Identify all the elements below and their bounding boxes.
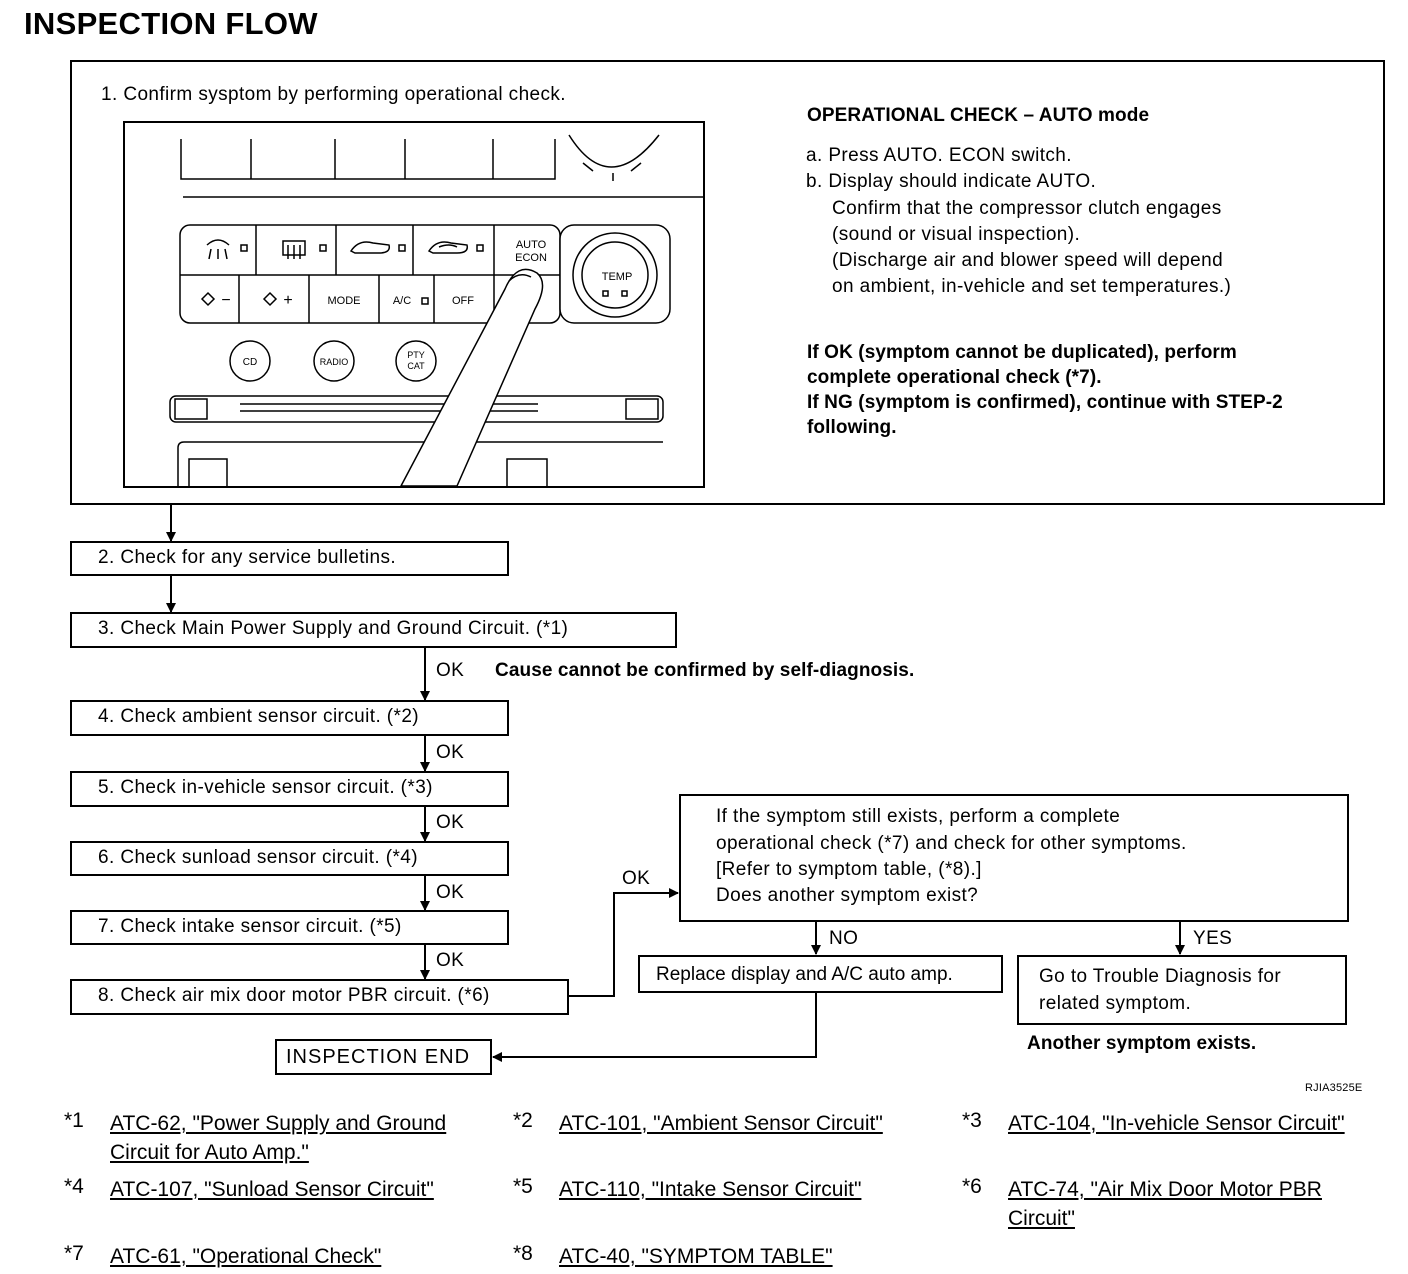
reference-2-link[interactable]: ATC-101, "Ambient Sensor Circuit" bbox=[559, 1112, 883, 1135]
result-line-3: If NG (symptom is confirmed), continue w… bbox=[807, 392, 1283, 413]
cause-note: Cause cannot be confirmed by self-diagno… bbox=[495, 660, 915, 681]
page-title: INSPECTION FLOW bbox=[24, 6, 318, 41]
pty-button-label: PTY bbox=[407, 350, 425, 360]
ac-button-label: A/C bbox=[393, 295, 411, 307]
reference-1-num: *1 bbox=[64, 1109, 84, 1132]
control-panel-illustration: AUTO ECON TEMP MODE A/C OFF − + CD RADIO… bbox=[123, 121, 705, 488]
step3-box: 3. Check Main Power Supply and Ground Ci… bbox=[70, 612, 677, 648]
reference-6-num: *6 bbox=[962, 1175, 982, 1198]
trouble-line-1: Go to Trouble Diagnosis for bbox=[1039, 966, 1282, 987]
step1-label: 1. Confirm sysptom by performing operati… bbox=[101, 84, 566, 105]
inspection-end-box: INSPECTION END bbox=[275, 1039, 492, 1075]
reference-7-link[interactable]: ATC-61, "Operational Check" bbox=[110, 1245, 382, 1268]
step4-box: 4. Check ambient sensor circuit. (*2) bbox=[70, 700, 509, 736]
reference-1-link-line-2[interactable]: Circuit for Auto Amp." bbox=[110, 1141, 309, 1164]
fresh-air-icon bbox=[349, 241, 391, 254]
question-line-1: If the symptom still exists, perform a c… bbox=[716, 806, 1121, 827]
step1-box bbox=[70, 60, 1385, 505]
temp-label: TEMP bbox=[602, 271, 633, 283]
fan-down-icon bbox=[200, 291, 216, 307]
reference-2-num: *2 bbox=[513, 1109, 533, 1132]
cat-button-label: CAT bbox=[407, 361, 425, 371]
question-line-2: operational check (*7) and check for oth… bbox=[716, 833, 1187, 854]
trouble-line-2: related symptom. bbox=[1039, 993, 1192, 1014]
ok-label-4: OK bbox=[436, 742, 465, 763]
reference-6-link-line-1[interactable]: ATC-74, "Air Mix Door Motor PBR bbox=[1008, 1178, 1322, 1201]
op-line-e: (Discharge air and blower speed will dep… bbox=[832, 250, 1224, 271]
op-line-f: on ambient, in-vehicle and set temperatu… bbox=[832, 276, 1232, 297]
fan-up-icon bbox=[262, 291, 278, 307]
reference-6-link-line-2[interactable]: Circuit" bbox=[1008, 1207, 1075, 1230]
result-line-1: If OK (symptom cannot be duplicated), pe… bbox=[807, 342, 1237, 363]
radio-button-label: RADIO bbox=[320, 357, 349, 367]
reference-4-num: *4 bbox=[64, 1175, 84, 1198]
op-check-title: OPERATIONAL CHECK – AUTO mode bbox=[807, 105, 1150, 126]
op-line-d: (sound or visual inspection). bbox=[832, 224, 1081, 245]
question-line-3: [Refer to symptom table, (*8).] bbox=[716, 859, 982, 880]
step2-box: 2. Check for any service bulletins. bbox=[70, 541, 509, 576]
reference-7-num: *7 bbox=[64, 1242, 84, 1265]
reference-3-link[interactable]: ATC-104, "In-vehicle Sensor Circuit" bbox=[1008, 1112, 1345, 1135]
off-button-label: OFF bbox=[452, 295, 474, 307]
step5-box: 5. Check in-vehicle sensor circuit. (*3) bbox=[70, 771, 509, 807]
yes-label: YES bbox=[1193, 928, 1233, 949]
mode-button-label: MODE bbox=[328, 295, 361, 307]
arrow-replace-to-end bbox=[492, 993, 817, 1062]
ok-label-8: OK bbox=[622, 868, 651, 889]
reference-5-num: *5 bbox=[513, 1175, 533, 1198]
op-line-b: b. Display should indicate AUTO. bbox=[806, 171, 1097, 192]
front-defrost-icon bbox=[206, 239, 230, 260]
reference-3-num: *3 bbox=[962, 1109, 982, 1132]
ok-label-7: OK bbox=[436, 950, 465, 971]
auto-button-label: AUTO bbox=[516, 239, 547, 251]
trouble-box bbox=[1017, 955, 1347, 1025]
figure-code: RJIA3525E bbox=[1305, 1082, 1363, 1094]
another-symptom-note: Another symptom exists. bbox=[1027, 1033, 1257, 1054]
op-line-a: a. Press AUTO. ECON switch. bbox=[806, 145, 1072, 166]
step7-box: 7. Check intake sensor circuit. (*5) bbox=[70, 910, 509, 945]
ok-label-3: OK bbox=[436, 660, 465, 681]
cd-button-label: CD bbox=[243, 357, 257, 368]
step8-box: 8. Check air mix door motor PBR circuit.… bbox=[70, 979, 569, 1015]
step6-box: 6. Check sunload sensor circuit. (*4) bbox=[70, 841, 509, 876]
result-line-4: following. bbox=[807, 417, 897, 438]
recirc-icon bbox=[427, 241, 469, 254]
fan-down-label: − bbox=[221, 292, 230, 309]
reference-1-link-line-1[interactable]: ATC-62, "Power Supply and Ground bbox=[110, 1112, 447, 1135]
reference-5-link[interactable]: ATC-110, "Intake Sensor Circuit" bbox=[559, 1178, 862, 1201]
result-line-2: complete operational check (*7). bbox=[807, 367, 1102, 388]
reference-4-link[interactable]: ATC-107, "Sunload Sensor Circuit" bbox=[110, 1178, 434, 1201]
replace-box: Replace display and A/C auto amp. bbox=[638, 955, 1003, 993]
reference-8-link[interactable]: ATC-40, "SYMPTOM TABLE" bbox=[559, 1245, 833, 1268]
question-box bbox=[679, 794, 1349, 922]
ok-label-6: OK bbox=[436, 882, 465, 903]
arrow-8-to-question bbox=[569, 888, 679, 997]
fan-up-label: + bbox=[283, 292, 292, 309]
reference-8-num: *8 bbox=[513, 1242, 533, 1265]
question-line-4: Does another symptom exist? bbox=[716, 885, 979, 906]
econ-button-label: ECON bbox=[515, 252, 547, 264]
op-line-c: Confirm that the compressor clutch engag… bbox=[832, 198, 1222, 219]
no-label: NO bbox=[829, 928, 859, 949]
ok-label-5: OK bbox=[436, 812, 465, 833]
